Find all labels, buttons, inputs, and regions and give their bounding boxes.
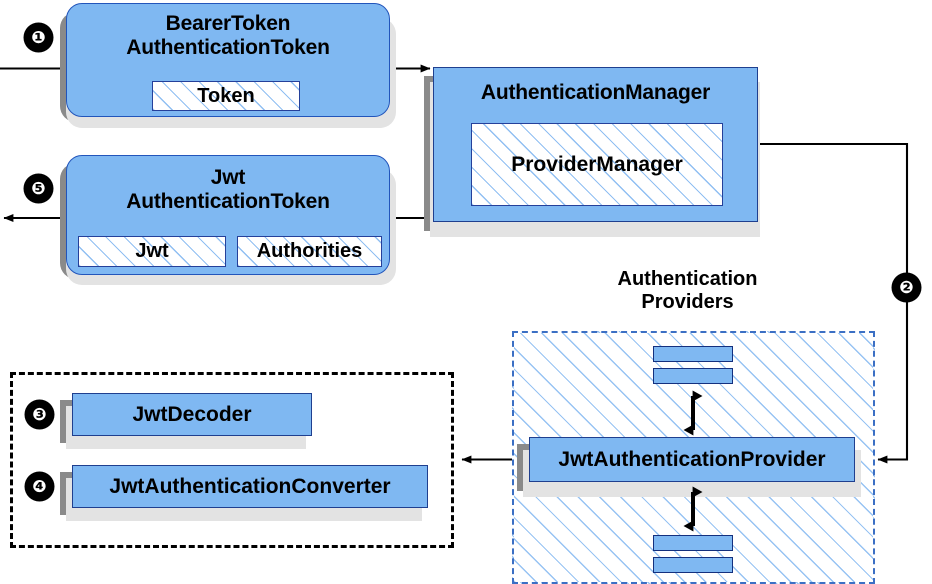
provider-stack-bar-top-2	[653, 368, 733, 384]
jwt-converter-title: JwtAuthenticationConverter	[109, 474, 391, 498]
authentication-manager-title: AuthenticationManager	[480, 81, 711, 104]
node-jwt-authentication-token[interactable]: Jwt AuthenticationToken Jwt Authorities	[66, 155, 390, 275]
authentication-providers-caption: Authentication Providers	[560, 268, 815, 314]
node-jwt-authentication-provider[interactable]: JwtAuthenticationProvider	[529, 437, 855, 482]
provider-stack-bar-bottom-1	[653, 535, 733, 551]
jwt-token-title: Jwt AuthenticationToken	[67, 166, 389, 213]
jwt-provider-title: JwtAuthenticationProvider	[558, 447, 826, 471]
jwt-decoder-title: JwtDecoder	[132, 402, 252, 426]
jwt-token-sub-authorities[interactable]: Authorities	[237, 236, 382, 267]
authentication-manager-sub-provider-manager[interactable]: ProviderManager	[471, 123, 723, 206]
node-authentication-manager[interactable]: AuthenticationManager ProviderManager	[433, 67, 758, 222]
jwt-token-sub-jwt[interactable]: Jwt	[78, 236, 226, 267]
bearer-token-title-line1: BearerToken	[165, 12, 291, 35]
bearer-token-title-line2: AuthenticationToken	[126, 35, 330, 59]
node-jwt-decoder[interactable]: JwtDecoder	[72, 393, 312, 436]
step-badge-4: ❹	[26, 473, 53, 500]
providers-caption-line2: Providers	[641, 291, 734, 313]
step-badge-5: ❺	[25, 175, 52, 202]
node-jwt-authentication-converter[interactable]: JwtAuthenticationConverter	[72, 465, 428, 508]
node-bearer-token-authentication-token[interactable]: BearerToken AuthenticationToken Token	[66, 3, 390, 117]
provider-stack-bar-top-1	[653, 346, 733, 362]
provider-stack-bar-bottom-2	[653, 557, 733, 573]
step-badge-2: ❷	[893, 274, 920, 301]
bearer-token-title: BearerToken AuthenticationToken	[67, 12, 389, 59]
bearer-token-sub-token[interactable]: Token	[152, 81, 300, 111]
group-jwt-support	[10, 372, 454, 548]
providers-caption-line1: Authentication	[617, 268, 758, 290]
step-badge-3: ❸	[26, 401, 53, 428]
jwt-token-title-line2: AuthenticationToken	[126, 189, 330, 213]
step-badge-1: ❶	[25, 24, 52, 51]
jwt-token-title-line1: Jwt	[210, 166, 246, 189]
